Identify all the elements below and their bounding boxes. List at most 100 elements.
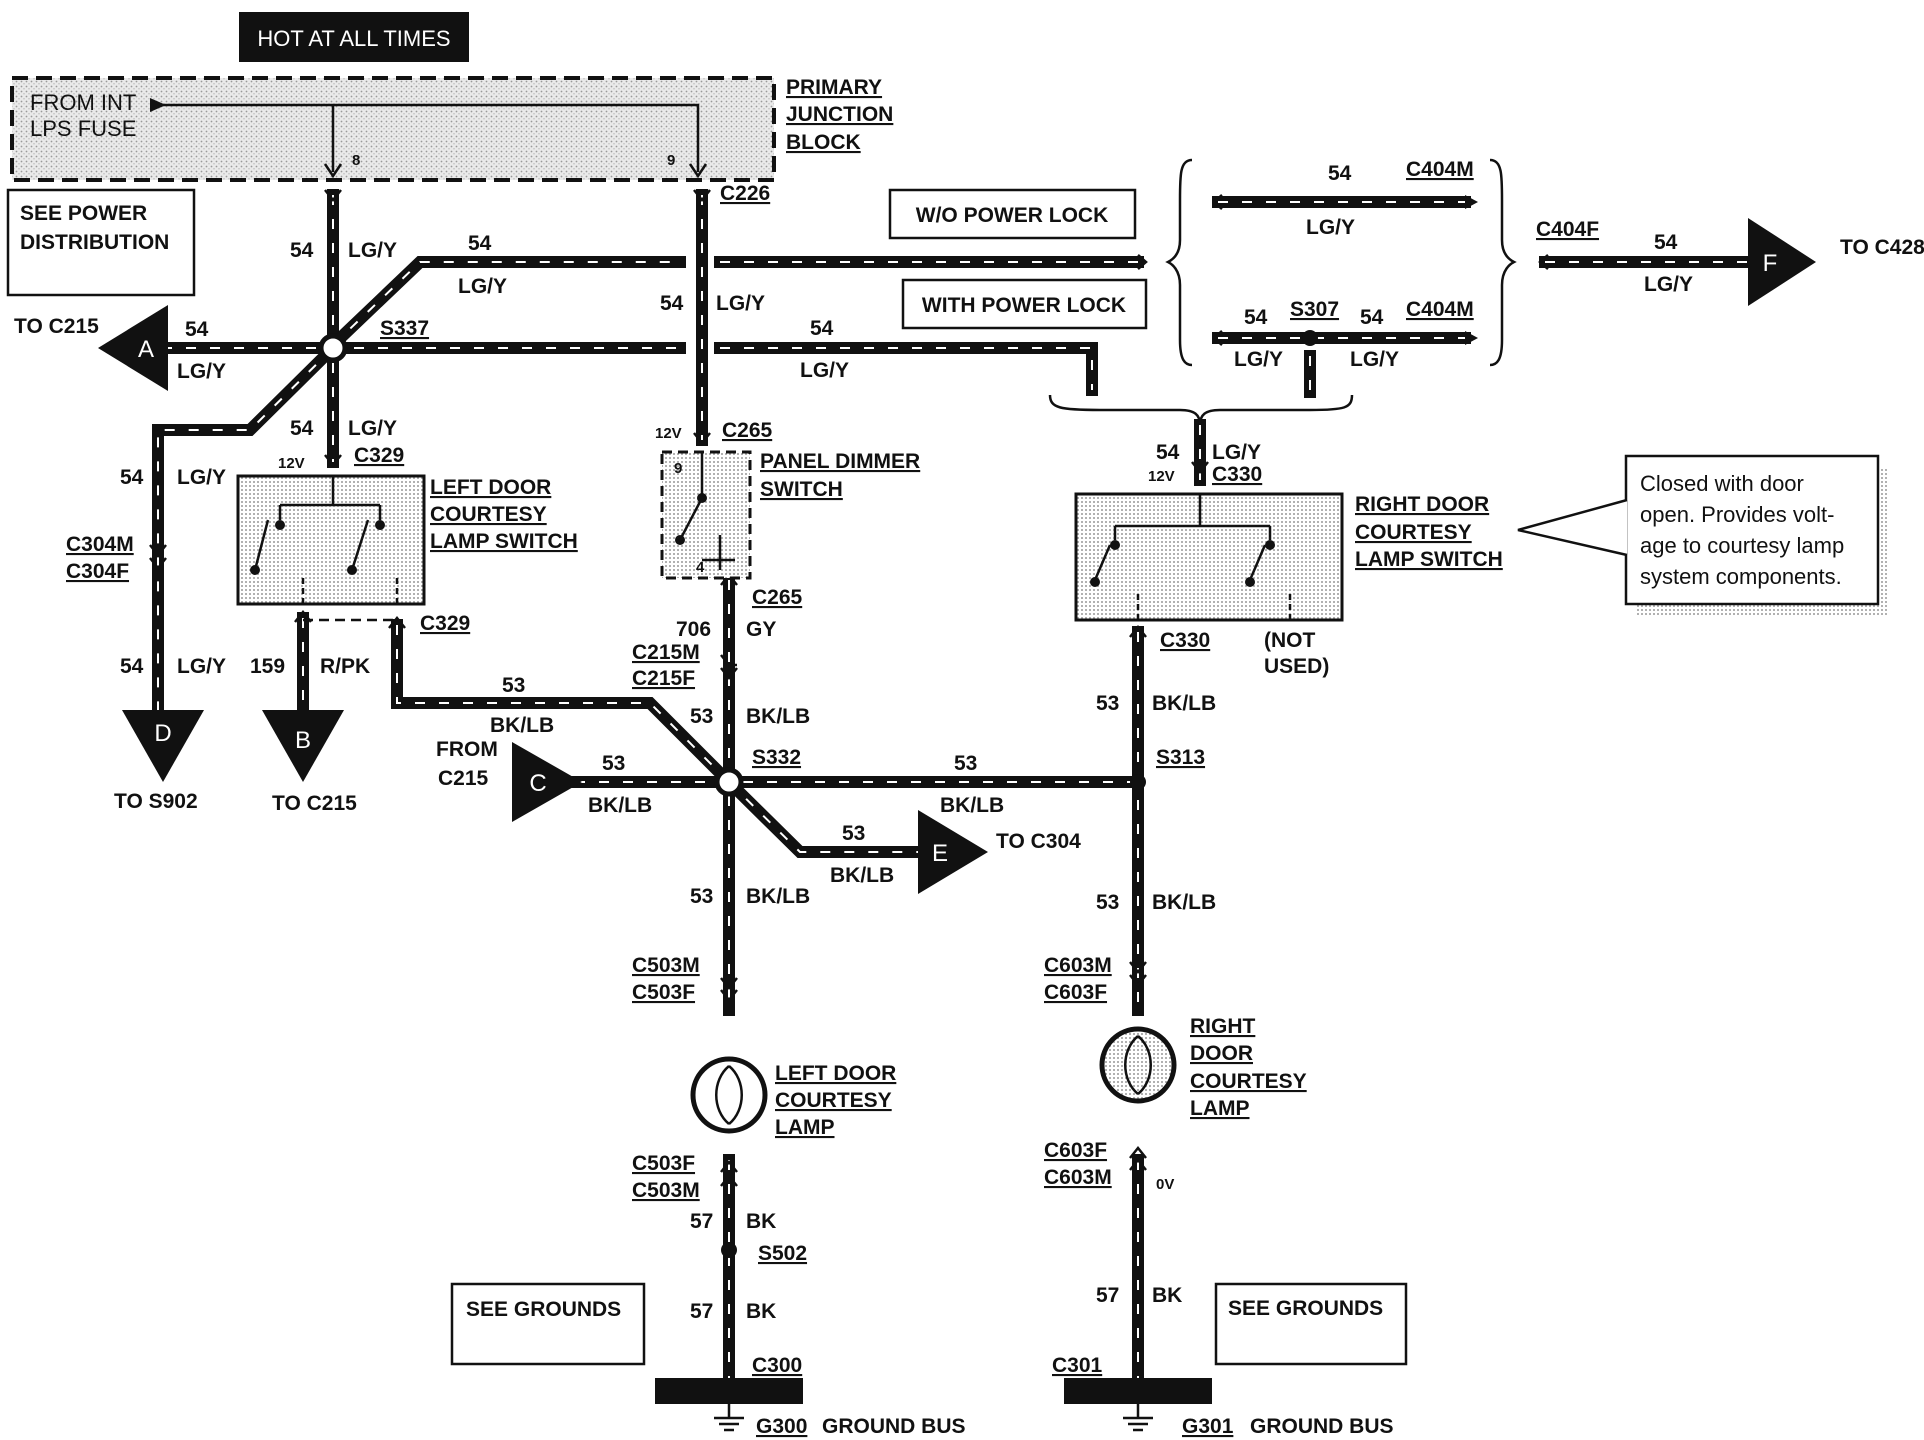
see-grounds-right-label: SEE GROUNDS — [1228, 1297, 1383, 1320]
wo-power-lock-label: W/O POWER LOCK — [916, 204, 1109, 227]
arrow-c-letter: C — [529, 770, 546, 797]
label-not-used-2: USED) — [1264, 655, 1329, 678]
right-lamp-name-2: DOOR — [1190, 1042, 1253, 1065]
junction-name-2: JUNCTION — [786, 103, 893, 126]
label-bk-a: BK — [746, 1210, 776, 1233]
label-54-h: 54 — [810, 317, 834, 340]
arrow-b-letter: B — [295, 727, 311, 754]
arrow-f-letter: F — [1763, 250, 1778, 277]
label-54-d: 54 — [290, 417, 314, 440]
label-lgy-g: LG/Y — [716, 292, 765, 315]
see-grounds-left: SEE GROUNDS — [450, 1282, 646, 1366]
right-door-courtesy-lamp: RIGHT DOOR COURTESY LAMP — [1099, 1015, 1307, 1120]
ground-bus-left: G300 GROUND BUS — [655, 1378, 966, 1438]
label-lgy-i: LG/Y — [1306, 216, 1355, 239]
label-54-f: 54 — [120, 655, 144, 678]
note-line3: age to courtesy lamp — [1640, 533, 1844, 558]
dimmer-pin-9: 9 — [674, 460, 682, 477]
label-54-b: 54 — [468, 232, 492, 255]
wires — [152, 189, 1758, 1391]
ground-bus-right: G301 GROUND BUS — [1064, 1378, 1394, 1438]
left-switch-name-3: LAMP SWITCH — [430, 530, 578, 553]
ground-bus-left-label: GROUND BUS — [822, 1415, 966, 1438]
connector-marks — [149, 189, 1549, 1187]
arrow-c-dest-1: FROM — [436, 738, 498, 761]
label-c301: C301 — [1052, 1354, 1103, 1377]
label-lgy-m: LG/Y — [1212, 441, 1261, 464]
label-bklb-f: BK/LB — [746, 885, 810, 908]
label-c215m: C215M — [632, 641, 700, 664]
arrow-b: B TO C215 — [262, 710, 357, 815]
label-159: 159 — [250, 655, 285, 678]
label-53-h: 53 — [1096, 891, 1119, 914]
wo-power-lock-box: W/O POWER LOCK — [888, 188, 1137, 240]
label-c503f-a: C503F — [632, 981, 695, 1004]
arrow-f: F TO C428 — [1748, 218, 1924, 306]
panel-dimmer-name-1: PANEL DIMMER — [760, 450, 920, 473]
label-lgy-l: LG/Y — [1350, 348, 1399, 371]
label-c404f: C404F — [1536, 218, 1599, 241]
splices — [318, 330, 1318, 1258]
panel-dimmer-switch: 9 4 PANEL DIMMER SWITCH — [660, 450, 920, 580]
label-c265-bottom: C265 — [752, 586, 803, 609]
right-switch-name-1: RIGHT DOOR — [1355, 493, 1489, 516]
right-lamp-name-3: COURTESY — [1190, 1070, 1307, 1093]
label-54-j: 54 — [1654, 231, 1678, 254]
label-lgy-k: LG/Y — [1234, 348, 1283, 371]
label-54-c: 54 — [185, 318, 209, 341]
label-bk-b: BK — [746, 1300, 776, 1323]
note-line2: open. Provides volt- — [1640, 502, 1834, 527]
label-c330-bottom: C330 — [1160, 629, 1210, 652]
arrow-e: E TO C304 — [918, 810, 1081, 894]
label-s307: S307 — [1290, 298, 1339, 321]
label-gy: GY — [746, 618, 776, 641]
label-rpk: R/PK — [320, 655, 370, 678]
with-power-lock-box: WITH POWER LOCK — [901, 278, 1148, 330]
hot-label: HOT AT ALL TIMES — [257, 26, 450, 51]
label-bklb-e: BK/LB — [830, 864, 894, 887]
label-c330-top: C330 — [1212, 463, 1262, 486]
junction-name-1: PRIMARY — [786, 76, 882, 99]
right-lamp-name-4: LAMP — [1190, 1097, 1250, 1120]
label-12v-b: 12V — [655, 425, 682, 442]
arrow-c-dest-2: C215 — [438, 767, 489, 790]
label-lgy-f: LG/Y — [177, 655, 226, 678]
left-door-courtesy-lamp: LEFT DOOR COURTESY LAMP — [690, 1056, 896, 1139]
right-door-courtesy-lamp-switch: RIGHT DOOR COURTESY LAMP SWITCH — [1074, 492, 1503, 622]
g301-label: G301 — [1182, 1415, 1234, 1438]
arrow-c: C FROM C215 — [436, 738, 582, 822]
label-lgy-j: LG/Y — [1644, 273, 1693, 296]
label-c304m: C304M — [66, 533, 134, 556]
label-54-l: 54 — [1360, 306, 1384, 329]
label-bklb-h: BK/LB — [1152, 891, 1216, 914]
left-lamp-name-2: COURTESY — [775, 1089, 892, 1112]
label-54-g: 54 — [660, 292, 684, 315]
label-c603m-a: C603M — [1044, 954, 1112, 977]
junction-name-3: BLOCK — [786, 131, 861, 154]
see-power-line1: SEE POWER — [20, 202, 147, 225]
label-c304f: C304F — [66, 560, 129, 583]
label-not-used-1: (NOT — [1264, 629, 1315, 652]
see-power-line2: DISTRIBUTION — [20, 231, 169, 254]
label-54-m: 54 — [1156, 441, 1180, 464]
label-c603m-b: C603M — [1044, 1166, 1112, 1189]
label-0v: 0V — [1156, 1176, 1174, 1193]
right-switch-name-3: LAMP SWITCH — [1355, 548, 1503, 571]
panel-dimmer-name-2: SWITCH — [760, 478, 843, 501]
arrow-f-dest: TO C428 — [1840, 236, 1924, 259]
left-lamp-name-3: LAMP — [775, 1116, 835, 1139]
label-c404m-a: C404M — [1406, 158, 1474, 181]
label-lgy-b: LG/Y — [458, 275, 507, 298]
right-switch-name-2: COURTESY — [1355, 521, 1472, 544]
label-c404m-b: C404M — [1406, 298, 1474, 321]
right-lamp-name-1: RIGHT — [1190, 1015, 1256, 1038]
dimmer-pin-4: 4 — [696, 559, 705, 576]
label-c603f-a: C603F — [1044, 981, 1107, 1004]
see-grounds-left-label: SEE GROUNDS — [466, 1298, 621, 1321]
label-c503m-a: C503M — [632, 954, 700, 977]
arrow-e-dest: TO C304 — [996, 830, 1081, 853]
label-bklb-a: BK/LB — [490, 714, 554, 737]
label-lgy-a: LG/Y — [348, 239, 397, 262]
label-s313: S313 — [1156, 746, 1205, 769]
